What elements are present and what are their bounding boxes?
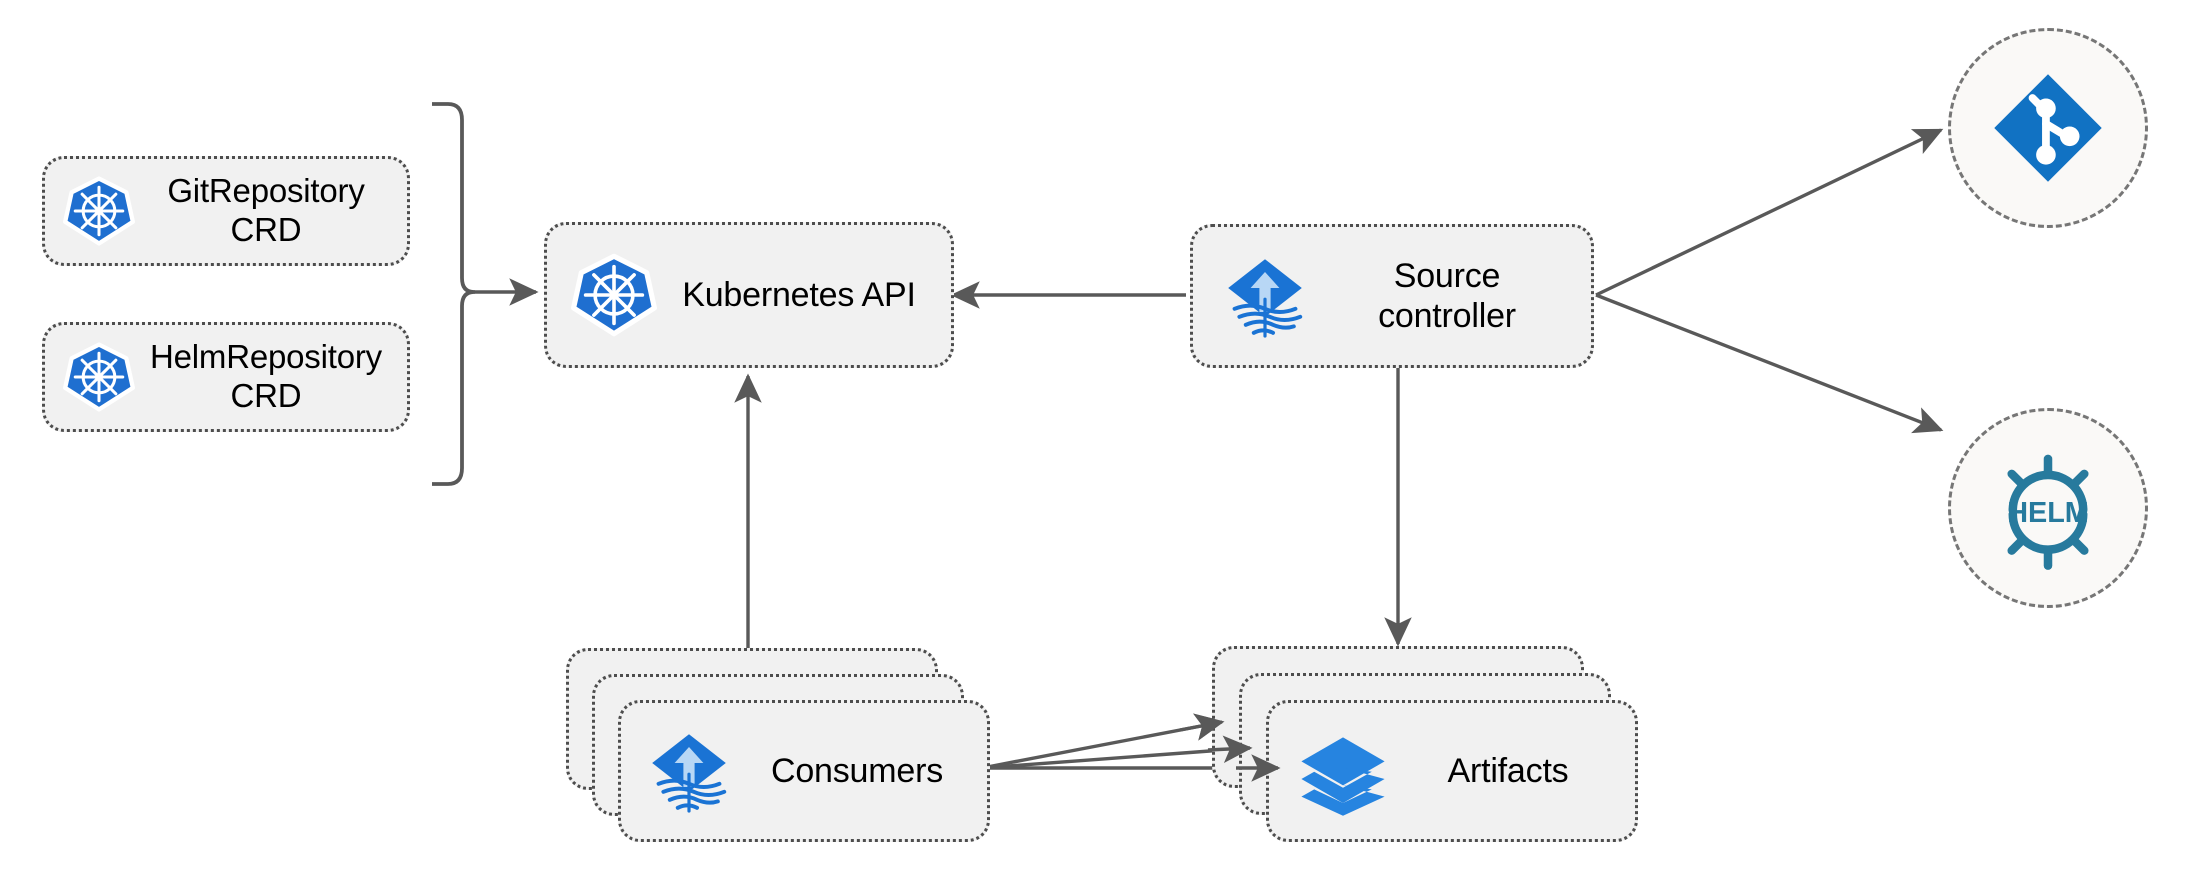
- helm-icon: HELM: [1984, 444, 2112, 572]
- node-label: HelmRepository CRD: [150, 338, 382, 414]
- node-source-controller[interactable]: Source controller: [1190, 224, 1594, 368]
- node-consumers[interactable]: Consumers: [618, 700, 990, 842]
- edge-source-controller-to-git: [1595, 128, 1944, 297]
- crd-bracket: [432, 102, 476, 486]
- node-helm-repository-crd[interactable]: HelmRepository CRD: [42, 322, 410, 432]
- helm-logo-text: HELM: [2007, 497, 2089, 529]
- node-git-repository-crd[interactable]: GitRepository CRD: [42, 156, 410, 266]
- flux-icon: [1217, 248, 1313, 344]
- kubernetes-icon: [571, 252, 657, 338]
- flux-icon: [641, 723, 737, 819]
- kubernetes-icon: [63, 175, 135, 247]
- node-label: GitRepository CRD: [167, 172, 365, 248]
- node-label: Source controller: [1378, 256, 1516, 335]
- edge-source-controller-to-helm: [1595, 293, 1944, 434]
- node-label: Consumers: [770, 751, 944, 790]
- node-kubernetes-api[interactable]: Kubernetes API: [544, 222, 954, 368]
- edge-consumers-to-artifacts-1: [981, 713, 1225, 770]
- node-artifacts[interactable]: Artifacts: [1266, 700, 1638, 842]
- edge-consumers-to-artifacts-2: [981, 736, 1253, 770]
- kubernetes-icon: [63, 341, 135, 413]
- node-label: Kubernetes API: [682, 275, 916, 314]
- node-label: Artifacts: [1447, 751, 1569, 790]
- git-icon: [1986, 66, 2110, 190]
- layers-icon: [1295, 723, 1391, 819]
- node-git-endpoint[interactable]: [1948, 28, 2148, 228]
- node-helm-endpoint[interactable]: HELM: [1948, 408, 2148, 608]
